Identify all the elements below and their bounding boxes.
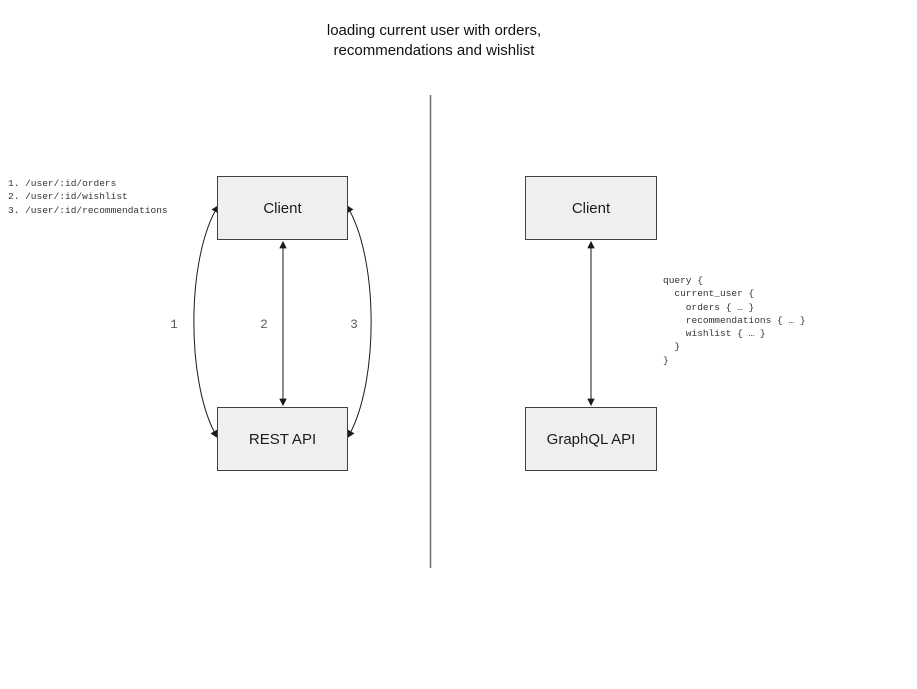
page-title: loading current user with orders, recomm… <box>326 22 542 59</box>
graphql-api-box: GraphQL API <box>525 407 657 471</box>
rest-arrow-3-curve <box>346 205 372 438</box>
graphql-client-label: Client <box>571 199 611 217</box>
rest-api-label: REST API <box>248 430 317 448</box>
rest-arrow-label-2: 2 <box>260 318 268 332</box>
rest-api-box: REST API <box>217 407 348 471</box>
rest-arrow-label-1: 1 <box>170 318 178 332</box>
graphql-api-label: GraphQL API <box>546 430 636 448</box>
rest-client-box: Client <box>217 176 348 240</box>
graphql-query-code: query { current_user { orders { … } reco… <box>663 275 806 366</box>
graphql-client-box: Client <box>525 176 657 240</box>
rest-endpoint-list: 1. /user/:id/orders 2. /user/:id/wishlis… <box>8 178 168 216</box>
rest-client-label: Client <box>263 199 302 217</box>
rest-arrow-label-3: 3 <box>350 318 358 332</box>
rest-arrow-1-curve <box>193 205 219 438</box>
